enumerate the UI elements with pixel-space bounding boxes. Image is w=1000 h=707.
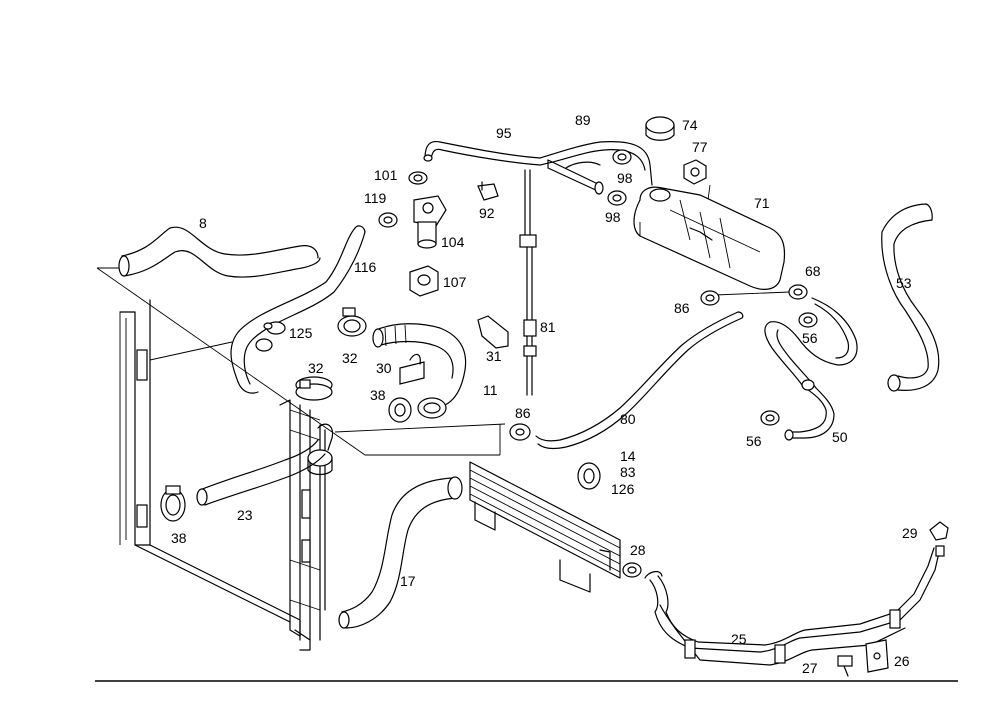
part-86-clamp-b	[509, 423, 531, 441]
part-119-clamp	[378, 212, 398, 228]
label-38-lower: 38	[171, 530, 187, 546]
label-104: 104	[441, 234, 465, 250]
label-38-upper: 38	[370, 387, 386, 403]
label-92: 92	[479, 205, 495, 221]
label-107: 107	[443, 274, 467, 290]
label-31: 31	[486, 348, 502, 364]
label-28: 28	[630, 542, 646, 558]
label-98a: 98	[617, 170, 633, 186]
label-98b: 98	[605, 209, 621, 225]
part-11-hose	[372, 323, 467, 406]
part-23-hose	[196, 439, 326, 506]
label-27: 27	[802, 660, 818, 676]
part-77-nut	[683, 159, 707, 185]
part-8-upper-hose	[118, 226, 321, 278]
label-14: 14	[620, 448, 636, 464]
label-80: 80	[620, 411, 636, 427]
label-125: 125	[289, 325, 313, 341]
part-125-clamp	[263, 321, 286, 335]
part-32-clamp-upper	[337, 307, 367, 337]
label-74: 74	[682, 117, 698, 133]
label-53: 53	[896, 275, 912, 291]
label-26: 26	[894, 653, 910, 669]
oil-cooler	[469, 461, 621, 593]
part-25-lines	[644, 547, 941, 666]
label-77: 77	[692, 139, 708, 155]
label-83: 83	[620, 464, 636, 480]
part-32-clamp-lower	[295, 376, 333, 401]
part-68-clamp	[788, 284, 808, 300]
label-71: 71	[754, 195, 770, 211]
part-56-clamp-a	[798, 312, 818, 328]
radiator	[119, 299, 326, 651]
label-32-upper: 32	[342, 350, 358, 366]
part-11-hose-end	[417, 397, 447, 419]
part-116-hose	[230, 225, 366, 394]
part-50-hose	[764, 297, 858, 441]
label-95: 95	[496, 125, 512, 141]
vent-standpipe	[519, 169, 537, 248]
label-81: 81	[540, 319, 556, 335]
part-38-clamp-upper	[388, 397, 412, 423]
part-28-clamp	[622, 562, 642, 578]
label-56-lower: 56	[746, 433, 762, 449]
part-92-clip	[477, 181, 499, 201]
part-98-clamp-a	[612, 149, 632, 165]
radiator-filler-neck	[307, 423, 334, 476]
part-17-hose	[338, 476, 463, 629]
part-98-clamp-b	[607, 190, 627, 206]
part-26-bracket	[865, 639, 889, 673]
part-86-clamp-a	[700, 290, 720, 306]
part-53-hose	[881, 203, 940, 392]
label-17: 17	[400, 573, 416, 589]
part-104-valve	[413, 195, 447, 249]
callout-labels: 8 95 89 74 77 71 98 98 101 119 92 104 10…	[171, 112, 918, 676]
part-81-probe	[523, 246, 537, 396]
label-68: 68	[805, 263, 821, 279]
part-80-line	[535, 311, 744, 450]
label-86-upper: 86	[674, 300, 690, 316]
part-71-expansion-tank	[633, 186, 786, 290]
part-89-hose	[547, 159, 604, 195]
label-101: 101	[374, 167, 398, 183]
label-29: 29	[902, 525, 918, 541]
part-27-bolt	[837, 655, 853, 677]
part-30-bracket	[399, 353, 425, 385]
part-101-clamp	[408, 171, 428, 185]
label-11: 11	[483, 382, 498, 398]
label-116: 116	[354, 259, 377, 275]
label-23: 23	[237, 507, 253, 523]
part-74-cap	[645, 116, 675, 141]
label-30: 30	[376, 360, 392, 376]
part-29-fitting	[929, 521, 949, 557]
part-107-mount	[409, 265, 439, 297]
part-31-bracket	[477, 315, 509, 349]
label-126: 126	[611, 481, 635, 497]
label-8: 8	[199, 215, 207, 231]
label-56-upper: 56	[802, 330, 818, 346]
part-38-clamp-lower	[160, 485, 186, 522]
part-56-clamp-b	[760, 410, 780, 426]
label-89: 89	[575, 112, 591, 128]
label-50: 50	[832, 429, 848, 445]
part-14-83-126-grommet	[577, 462, 601, 490]
label-86-lower: 86	[515, 405, 531, 421]
label-25: 25	[731, 631, 747, 647]
label-32-lower: 32	[308, 360, 324, 376]
label-119: 119	[364, 190, 387, 206]
